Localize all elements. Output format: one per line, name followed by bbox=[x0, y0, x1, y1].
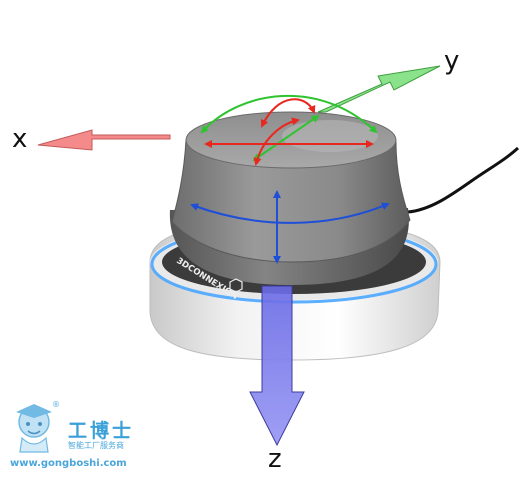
red-tilt-arc bbox=[253, 117, 300, 166]
z-axis-label: z bbox=[268, 444, 282, 474]
brand-logo-icon bbox=[229, 278, 243, 293]
x-axis-label: x bbox=[12, 124, 28, 154]
blue-horizontal-arc bbox=[190, 202, 390, 224]
y-axis-label: y bbox=[444, 46, 460, 76]
y-axis-arrow bbox=[317, 65, 441, 113]
watermark-title: 工博士 bbox=[68, 420, 135, 442]
x-axis-arrow bbox=[37, 129, 171, 151]
z-axis-arrow bbox=[249, 285, 305, 447]
watermark: ® 工博士 智能工厂服务商 www.gongboshi.com bbox=[6, 400, 146, 480]
watermark-mascot-icon bbox=[16, 404, 52, 453]
watermark-subtitle: 智能工厂服务商 bbox=[68, 441, 124, 450]
watermark-url: www.gongboshi.com bbox=[10, 458, 127, 469]
red-rotation-arc bbox=[260, 98, 316, 128]
watermark-registered: ® bbox=[52, 400, 60, 409]
green-rotation-arc bbox=[200, 94, 378, 134]
device-cable bbox=[407, 146, 520, 214]
